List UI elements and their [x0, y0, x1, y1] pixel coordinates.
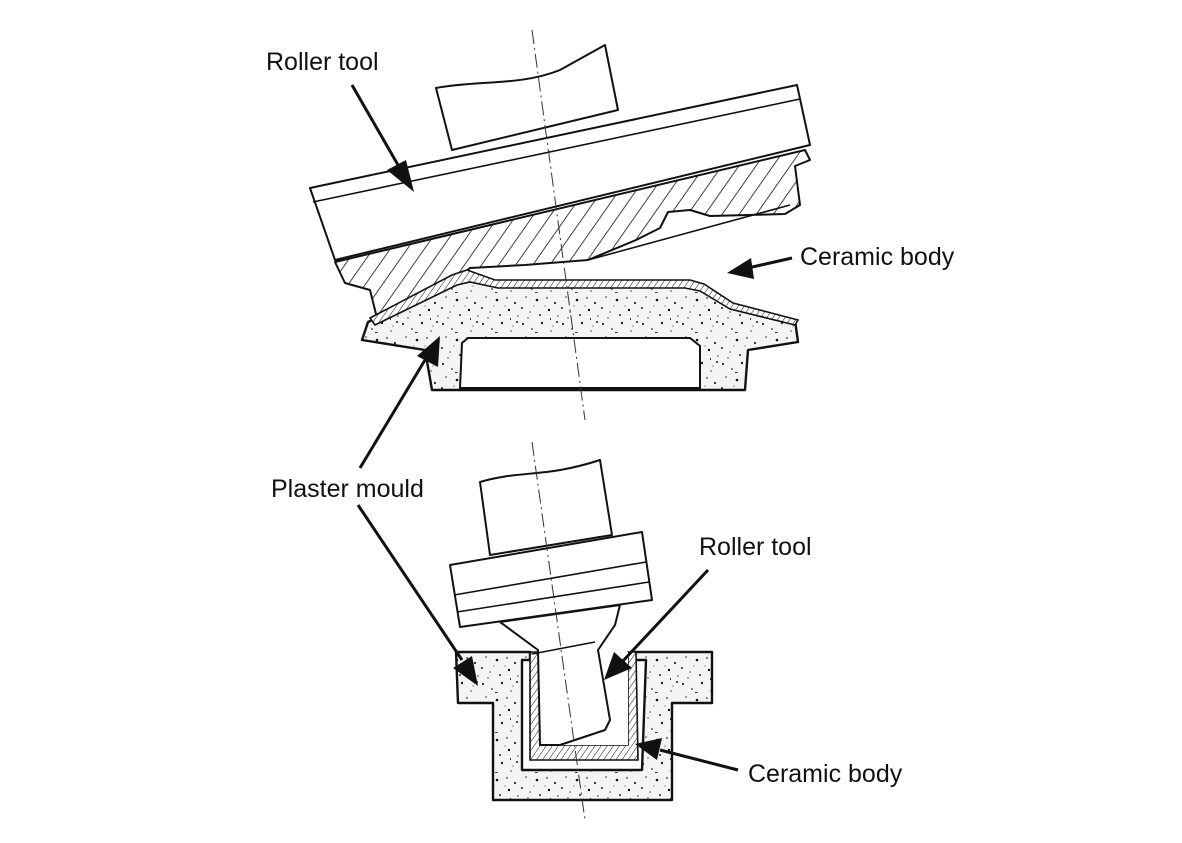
- label-roller-tool-bottom: Roller tool: [699, 533, 812, 561]
- arrow-head-icon: [453, 656, 478, 686]
- top-roller-disc: [309, 84, 811, 261]
- label-roller-tool-top: Roller tool: [266, 48, 379, 76]
- top-roller-disc-band: [312, 98, 801, 203]
- bottom-flange-band-1: [453, 561, 647, 596]
- bottom-roller-head-line: [531, 641, 596, 655]
- arrow-head-icon: [604, 652, 632, 680]
- top-tool-shaft: [435, 44, 619, 151]
- arrow-head-icon: [727, 258, 754, 279]
- top-roller-profile-line: [587, 204, 791, 261]
- arrow-roller-tool-bottom: [620, 568, 710, 664]
- arrow-head-icon: [387, 160, 414, 192]
- label-plaster-mould: Plaster mould: [271, 475, 424, 503]
- label-ceramic-body-top: Ceramic body: [800, 243, 955, 271]
- bottom-tool-shaft: [479, 459, 613, 556]
- arrow-head-icon: [417, 336, 440, 367]
- arrow-head-icon: [635, 738, 662, 760]
- top-assembly: [309, 29, 811, 421]
- top-center-axis: [531, 29, 586, 421]
- arrow-plaster-mould-bottom: [356, 504, 464, 661]
- arrow-ceramic-body-top: [747, 256, 793, 270]
- bottom-roller-head: [499, 604, 621, 746]
- bottom-center-axis: [531, 441, 586, 821]
- arrow-roller-tool-top: [350, 84, 400, 166]
- bottom-flange-band-2: [456, 581, 650, 613]
- arrow-plaster-mould-top: [358, 359, 427, 469]
- arrow-ceramic-body-bottom: [659, 748, 739, 772]
- top-mould-hollow: [458, 337, 701, 389]
- leader-arrows: [350, 84, 793, 772]
- bottom-assembly: [449, 441, 714, 821]
- top-ceramic-body: [368, 269, 800, 327]
- label-ceramic-body-bottom: Ceramic body: [748, 760, 903, 788]
